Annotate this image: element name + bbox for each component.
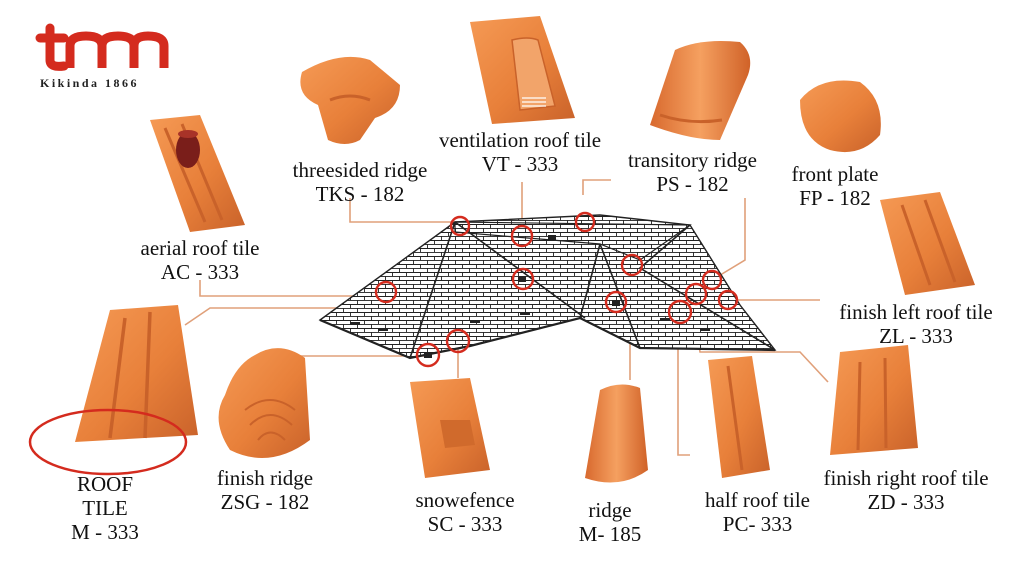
label-finish-right-roof-tile: finish right roof tile ZD - 333 xyxy=(800,466,1012,514)
roof-tile-line1: ROOF xyxy=(76,472,134,496)
finish-right-code: ZD - 333 xyxy=(867,490,945,514)
snowfence-code: SC - 333 xyxy=(427,512,503,536)
ridge-image xyxy=(585,384,648,483)
finish-left-roof-tile-image xyxy=(880,192,975,295)
label-ventilation-roof-tile: ventilation roof tile VT - 333 xyxy=(420,128,620,176)
roof-tile-line2: TILE xyxy=(82,496,128,520)
leader-half xyxy=(677,316,690,456)
transitory-code: PS - 182 xyxy=(656,172,729,196)
half-name: half roof tile xyxy=(705,488,810,512)
ventilation-name: ventilation roof tile xyxy=(438,128,602,152)
finish-ridge-name: finish ridge xyxy=(216,466,314,490)
leader-front-plate xyxy=(711,198,746,281)
snowfence-name: snowefence xyxy=(415,488,515,512)
leader-aerial xyxy=(199,280,385,297)
brand-logo: Kikinda 1866 xyxy=(30,22,180,94)
transitory-name: transitory ridge xyxy=(628,148,757,172)
label-aerial-roof-tile: aerial roof tile AC - 333 xyxy=(125,236,275,284)
label-snowfence: snowefence SC - 333 xyxy=(400,488,530,536)
position-markers xyxy=(374,211,739,368)
ridge-code: M- 185 xyxy=(578,522,642,546)
roof-body xyxy=(318,214,777,360)
half-roof-tile-image xyxy=(708,356,770,478)
transitory-ridge-image xyxy=(650,41,751,140)
finish-left-code: ZL - 333 xyxy=(879,324,953,348)
roof-tile-highlight xyxy=(28,408,188,476)
ridge-name: ridge xyxy=(588,498,632,522)
leader-transitory xyxy=(582,179,611,195)
ventilation-roof-tile-image xyxy=(470,16,575,124)
aerial-code: AC - 333 xyxy=(160,260,240,284)
ventilation-code: VT - 333 xyxy=(481,152,559,176)
label-finish-left-roof-tile: finish left roof tile ZL - 333 xyxy=(818,300,1014,348)
threesided-name: threesided ridge xyxy=(292,158,428,182)
brand-tagline: Kikinda 1866 xyxy=(40,76,140,90)
roof-tile-image xyxy=(28,305,198,476)
finish-right-roof-tile-image xyxy=(830,345,918,455)
aerial-roof-tile-image xyxy=(150,115,245,232)
finish-left-name: finish left roof tile xyxy=(839,300,993,324)
front-plate-name: front plate xyxy=(791,162,879,186)
finish-right-name: finish right roof tile xyxy=(823,466,989,490)
label-roof-tile: ROOF TILE M - 333 xyxy=(55,472,155,544)
threesided-ridge-image xyxy=(300,56,400,144)
threesided-code: TKS - 182 xyxy=(315,182,405,206)
aerial-name: aerial roof tile xyxy=(140,236,260,260)
label-threesided-ridge: threesided ridge TKS - 182 xyxy=(275,158,445,206)
front-plate-code: FP - 182 xyxy=(799,186,871,210)
label-finish-ridge: finish ridge ZSG - 182 xyxy=(200,466,330,514)
finish-ridge-code: ZSG - 182 xyxy=(220,490,310,514)
roof-tile-code: M - 333 xyxy=(71,520,139,544)
label-front-plate: front plate FP - 182 xyxy=(775,162,895,210)
leader-threesided xyxy=(349,198,458,223)
finish-ridge-image xyxy=(218,348,310,458)
tm-logo-mark xyxy=(35,23,169,71)
label-half-roof-tile: half roof tile PC- 333 xyxy=(685,488,830,536)
snowfence-tile-image xyxy=(410,378,490,478)
front-plate-image xyxy=(800,80,881,153)
label-transitory-ridge: transitory ridge PS - 182 xyxy=(610,148,775,196)
label-ridge: ridge M- 185 xyxy=(565,498,655,546)
half-code: PC- 333 xyxy=(722,512,793,536)
